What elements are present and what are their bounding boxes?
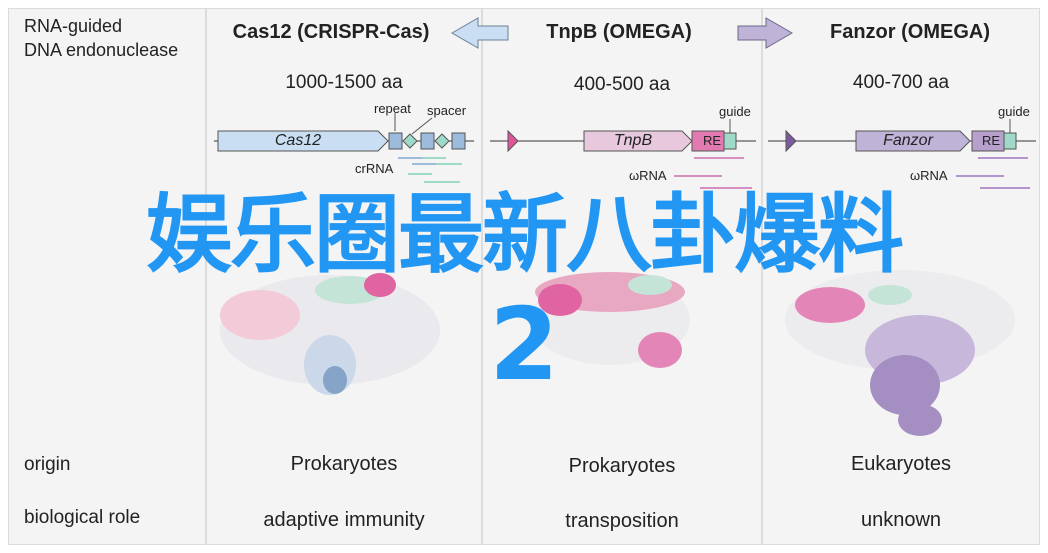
fanzor-guide-label: guide [998,104,1030,119]
overlay-number: 2 [489,286,559,403]
fanzor-omega-rna-label: ωRNA [910,168,948,183]
row-header-line1: RNA-guided [24,16,123,36]
left-arrow-icon [450,17,509,49]
fanzor-structure [785,270,1015,436]
tnpb-omega-rna-label: ωRNA [629,168,667,183]
row-header-line2: DNA endonuclease [24,40,179,60]
cas12-role: adaptive immunity [263,509,425,531]
fanzor-role: unknown [860,509,942,531]
tnpb-re-label: RE [703,133,722,148]
fanzor-gene-shape [855,130,971,152]
spacer-diamond [402,133,418,149]
fanzor-re-label: RE [982,133,1001,148]
cas12-size: 1000-1500 aa [285,72,403,93]
fanzor-origin: Eukaryotes [850,453,952,475]
origin-label: origin [24,454,71,475]
cas12-gene-label: Cas12 [274,132,322,149]
cas12-gene-shape [217,130,389,152]
fanzor-title: Fanzor (OMEGA) [830,21,990,43]
fanzor-left-end [785,129,797,153]
tnpb-size: 400-500 aa [573,74,671,95]
spacer-label: spacer [427,103,467,118]
cas12-structure [220,273,440,395]
repeat-box [388,132,403,150]
overlay-headline: 娱乐圈最新八卦爆料 [146,185,904,285]
fanzor-gene-label: Fanzor [883,132,933,149]
tnpb-structure [530,272,690,368]
row-label-panel [8,8,206,545]
crrna-label: crRNA [355,161,394,176]
right-arrow-icon [737,17,794,49]
cas12-title: Cas12 (CRISPR-Cas) [232,21,430,43]
tnpb-left-end [507,129,519,153]
biological-role-label: biological role [24,507,141,528]
fanzor-size: 400-700 aa [852,72,950,93]
tnpb-title: TnpB (OMEGA) [546,21,692,43]
tnpb-gene-label: TnpB [613,132,653,149]
tnpb-guide-label: guide [719,104,751,119]
tnpb-role: transposition [565,510,679,532]
repeat-label: repeat [374,101,411,116]
tnpb-gene-shape [583,130,693,152]
tnpb-origin: Prokaryotes [568,455,676,477]
cas12-origin: Prokaryotes [290,453,398,475]
